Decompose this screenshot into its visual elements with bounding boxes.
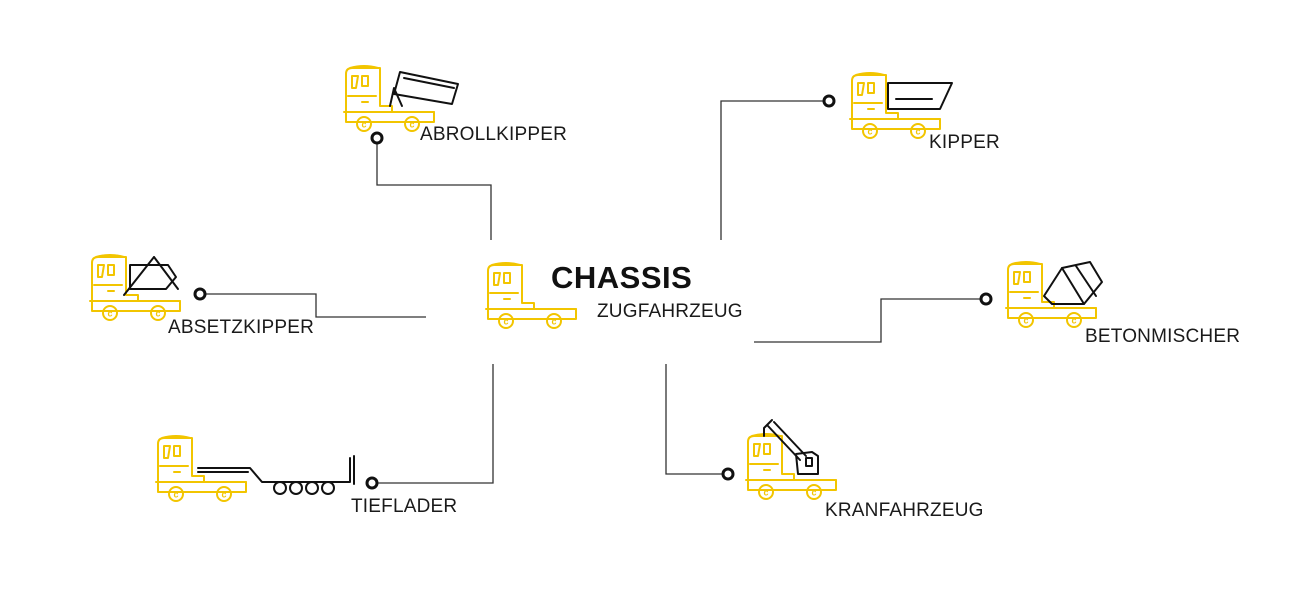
tipper-truck-icon xyxy=(849,72,953,139)
node-dot-betonmischer xyxy=(979,292,993,306)
connector-kranfahrzeug xyxy=(665,364,728,475)
node-dot-kranfahrzeug xyxy=(721,467,735,481)
node-dot-tieflader xyxy=(365,476,379,490)
node-dot-kipper xyxy=(822,94,836,108)
hook-lift-truck-icon xyxy=(343,65,459,132)
concrete-mixer-truck-icon xyxy=(1005,261,1103,328)
chassis-title: CHASSIS xyxy=(551,260,693,295)
node-dot-absetzkipper xyxy=(193,287,207,301)
node-dot-abrollkipper xyxy=(370,131,384,145)
connector-abrollkipper xyxy=(376,138,492,240)
connector-absetzkipper xyxy=(200,293,426,318)
connector-kipper xyxy=(720,100,829,240)
label-tieflader: TIEFLADER xyxy=(351,496,458,517)
label-kipper: KIPPER xyxy=(929,132,1000,153)
label-abrollkipper: ABROLLKIPPER xyxy=(420,124,568,145)
skip-loader-truck-icon xyxy=(89,254,181,321)
chassis-subtitle: ZUGFAHRZEUG xyxy=(597,301,743,322)
crane-truck-icon xyxy=(745,419,837,500)
lowbed-trailer-truck-icon xyxy=(155,435,355,502)
label-absetzkipper: ABSETZKIPPER xyxy=(168,317,314,338)
connector-tieflader xyxy=(372,364,494,484)
label-betonmischer: BETONMISCHER xyxy=(1085,326,1241,347)
label-kranfahrzeug: KRANFAHRZEUG xyxy=(825,500,984,521)
connector-betonmischer xyxy=(754,298,986,343)
connector-lines xyxy=(200,100,986,484)
